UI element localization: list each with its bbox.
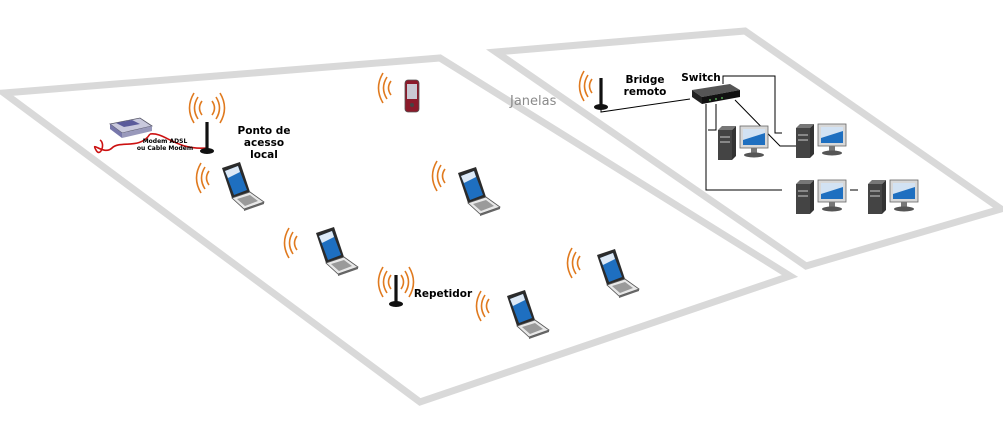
signal-waves-icon: [190, 93, 225, 123]
repeater-label-text: Repetidor: [413, 288, 473, 300]
laptop-icon: [596, 248, 640, 299]
access-point-antenna-icon: [200, 122, 214, 154]
desktop-pc-icon: [795, 179, 847, 215]
desktop-pc-icon: [795, 123, 847, 159]
signal-waves-icon: [431, 160, 446, 192]
phone-icon: [404, 79, 420, 113]
desktop-pc-icon: [717, 125, 769, 161]
laptop-icon: [506, 289, 550, 340]
laptop-icon: [457, 166, 501, 217]
windows-label: Janelas: [510, 94, 557, 109]
bridge-antenna-icon: [594, 78, 608, 110]
signal-waves-icon: [578, 70, 593, 102]
desktop-pc-icon: [867, 179, 919, 215]
signal-waves-icon: [195, 162, 210, 194]
repeater-antenna-icon: [389, 275, 403, 307]
modem-label-line2: ou Cable Modem: [136, 144, 194, 152]
switch-label-text: Switch: [681, 72, 721, 84]
access-point-label: Ponto de acesso local: [218, 125, 310, 161]
left-floor-outline: [0, 54, 799, 406]
repeater-label: Repetidor: [412, 288, 474, 300]
switch-label: Switch: [680, 72, 722, 84]
signal-waves-icon: [475, 290, 490, 322]
modem-label-line1: Modem ADSL: [142, 138, 188, 145]
bridge-label: Bridge remoto: [620, 74, 670, 98]
modem-label: Modem ADSL ou Cable Modem: [130, 138, 200, 153]
access-point-label-line2: local: [250, 149, 278, 162]
laptop-icon: [315, 226, 359, 277]
signal-waves-icon: [566, 247, 581, 279]
signal-waves-icon: [377, 72, 392, 104]
switch-icon: [692, 84, 740, 104]
right-floor-outline: [485, 27, 1003, 270]
bridge-label-line2: remoto: [623, 86, 667, 99]
laptop-icon: [221, 161, 265, 212]
modem-icon: [93, 117, 207, 154]
signal-waves-icon: [283, 227, 298, 259]
bridge-label-line1: Bridge: [625, 74, 665, 86]
access-point-label-line1: Ponto de acesso: [237, 125, 291, 150]
